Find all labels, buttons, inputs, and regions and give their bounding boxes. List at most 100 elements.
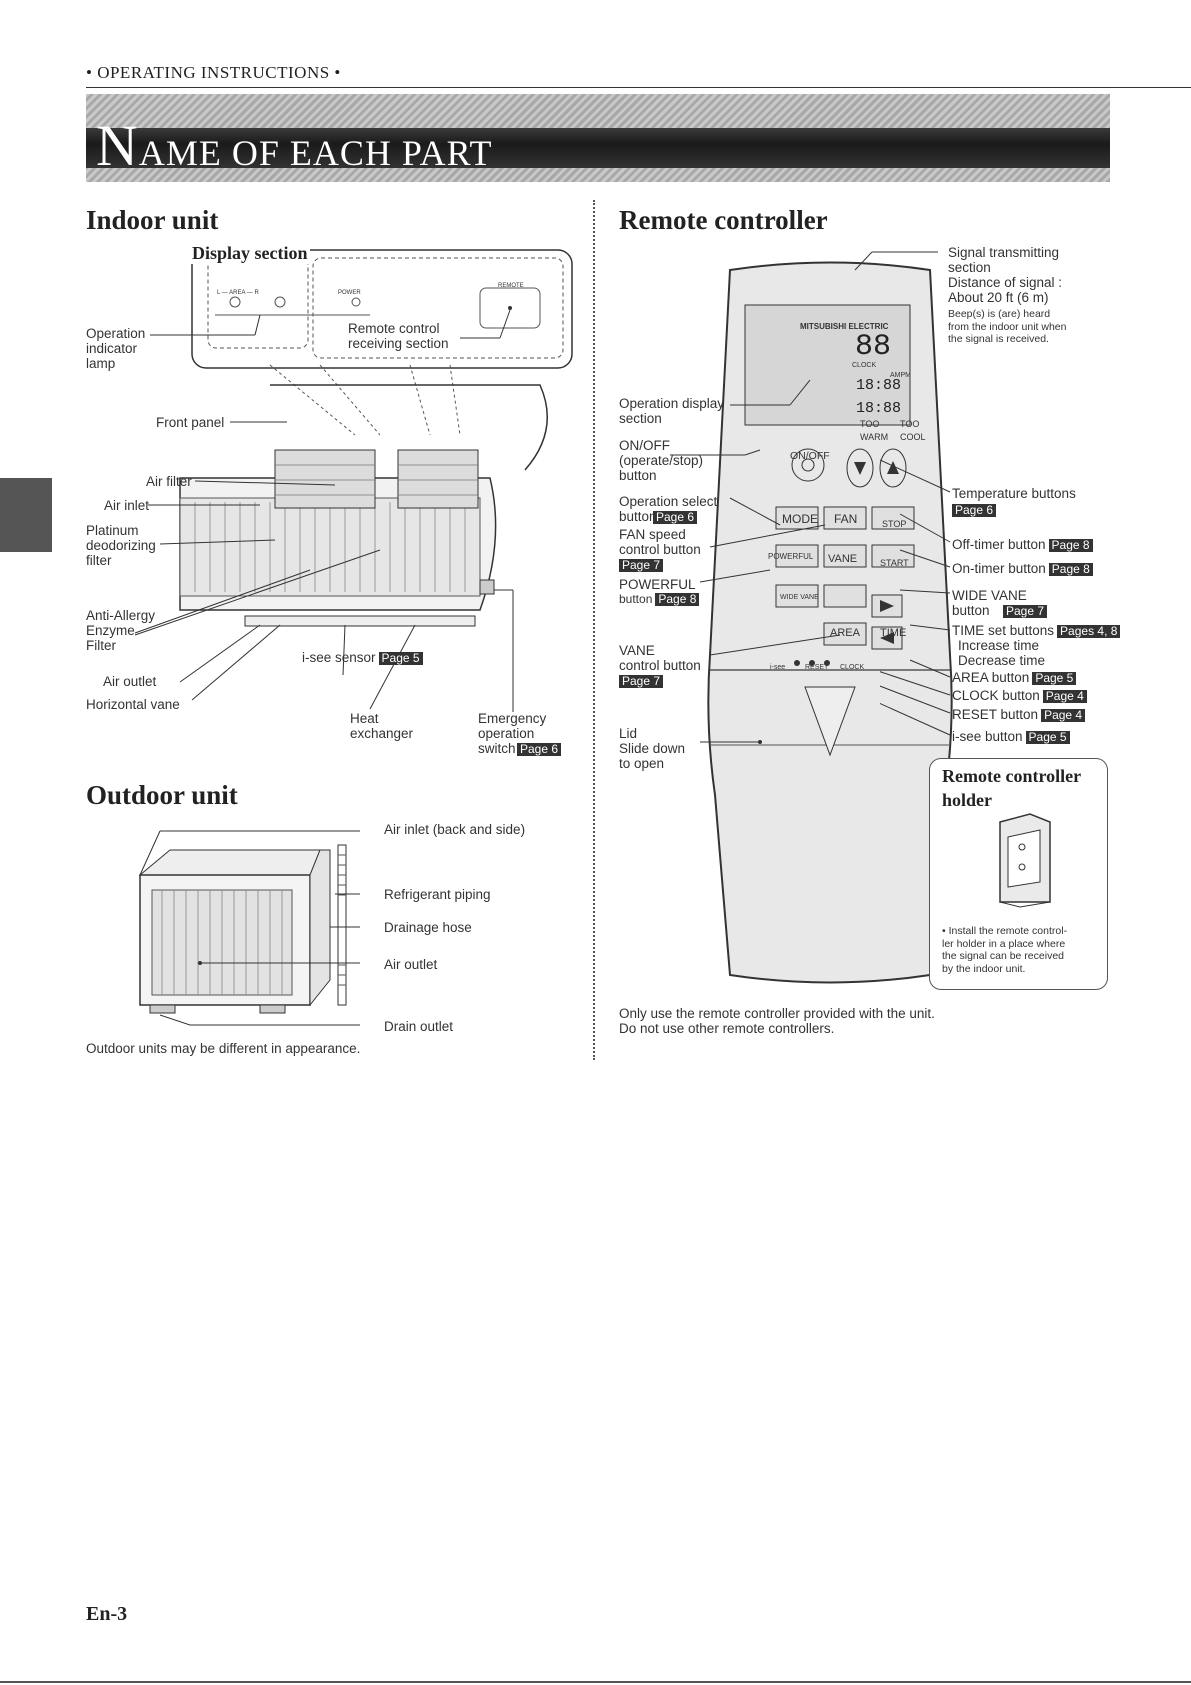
stop-timer-button[interactable]: STOP: [882, 519, 907, 529]
lcd-time-2: 18:88: [856, 400, 902, 417]
operation-indicator-label: Operation indicator lamp: [86, 326, 146, 371]
outdoor-unit-diagram: [138, 830, 360, 1026]
page-ref-badge: Page 7: [619, 675, 664, 688]
horizontal-vane-label: Horizontal vane: [86, 697, 180, 712]
drain-outlet-label: Drain outlet: [384, 1019, 454, 1034]
fan-button[interactable]: FAN: [834, 512, 858, 526]
wide-vane-label: WIDE VANE button: [952, 588, 1027, 618]
holder-note: • Install the remote control- ler holder…: [942, 925, 1068, 975]
page-ref-badge: Page 6: [517, 743, 562, 756]
page-title: NAME OF EACH PART: [96, 112, 492, 179]
temperature-page: Page 6: [949, 502, 997, 517]
too-warm-text: TOO WARM: [860, 419, 889, 442]
holder-title: Remote controller holder: [942, 766, 1082, 810]
page-ref-badge: Page 5: [1032, 672, 1077, 685]
air-outlet-label: Air outlet: [103, 674, 157, 689]
display-section-title: Display section: [190, 243, 310, 264]
time-button[interactable]: TIME: [880, 627, 907, 639]
power-lamp: [351, 297, 361, 307]
lcd-ampm-label: AMPM: [890, 372, 911, 379]
lcd-clock-label: CLOCK: [852, 362, 877, 369]
vane-button[interactable]: VANE: [828, 553, 858, 565]
air-filter-left: [274, 449, 376, 509]
remote-brand: MITSUBISHI ELECTRIC: [800, 322, 889, 331]
wide-vane-button[interactable]: WIDE VANE: [780, 594, 819, 601]
lamp-left: [229, 296, 241, 308]
onoff-button-text[interactable]: ON/OFF: [790, 450, 830, 462]
pipe-shape: [337, 844, 347, 1006]
remote-controller-diagram: [707, 261, 953, 984]
page-title-initial: N: [96, 113, 139, 178]
indoor-unit-diagram: [134, 249, 573, 712]
operation-select-page: Page 6: [650, 509, 698, 524]
fan-speed-page: Page 7: [616, 557, 664, 572]
wide-vane-page: Page 7: [1000, 603, 1048, 618]
fan-speed-label: FAN speed control button: [619, 527, 701, 557]
section-header: • OPERATING INSTRUCTIONS •: [86, 63, 341, 82]
lcd-time-1: 18:88: [856, 377, 902, 394]
page-ref-badge: Page 6: [952, 504, 997, 517]
vane-control-label: VANE control button: [619, 643, 701, 673]
indoor-unit-title: Indoor unit: [86, 205, 219, 235]
remote-controller-title: Remote controller: [619, 205, 828, 235]
emergency-switch-shape: [479, 579, 495, 595]
holder-diagram: [999, 813, 1051, 908]
signal-beep-note: Beep(s) is (are) heard from the indoor u…: [948, 308, 1067, 345]
air-filter-right: [397, 449, 479, 509]
air-filter-label: Air filter: [146, 474, 192, 489]
clock-button-text[interactable]: CLOCK: [840, 664, 865, 671]
mode-button[interactable]: MODE: [782, 512, 818, 526]
front-panel-shape: [270, 384, 548, 471]
remote-leader-lines: [670, 251, 938, 744]
operation-select-label: Operation select button: [619, 494, 718, 524]
isee-button-text[interactable]: i-see: [770, 664, 786, 671]
display-area-label: L — AREA — R: [217, 290, 259, 296]
page-ref-badge: Page 8: [655, 593, 700, 606]
page-number: En-3: [86, 1603, 128, 1625]
page-ref-badge: Page 5: [378, 652, 423, 665]
page-ref-badge: Page 8: [1048, 563, 1093, 576]
area-button[interactable]: AREA: [830, 627, 860, 639]
onoff-button-label: ON/OFF (operate/stop) button: [619, 438, 704, 483]
powerful-label: POWERFUL: [619, 577, 696, 592]
vane-control-page: Page 7: [616, 673, 664, 688]
platinum-filter-label: Platinum deodorizing filter: [86, 523, 156, 568]
powerful-button[interactable]: POWERFUL: [768, 552, 814, 561]
front-panel-label: Front panel: [156, 415, 225, 430]
bottom-rule: [0, 1681, 1191, 1683]
outdoor-note: Outdoor units may be different in appear…: [86, 1041, 361, 1056]
time-set-sub-label: Increase time Decrease time: [958, 638, 1046, 668]
remote-receiving-label: Remote control receiving section: [348, 321, 449, 351]
page-ref-badge: Page 5: [1025, 731, 1070, 744]
reset-button-text[interactable]: RESET: [805, 664, 829, 671]
page-title-rest: AME OF EACH PART: [138, 133, 493, 173]
anti-allergy-filter-label: Anti-Allergy Enzyme Filter: [86, 608, 156, 653]
title-banner-band: [86, 128, 1110, 168]
horizontal-vane-shape: [244, 615, 476, 627]
start-timer-button[interactable]: START: [880, 558, 909, 568]
header-rule: [86, 87, 1191, 88]
temperature-buttons-label: Temperature buttons: [952, 486, 1076, 501]
page-ref-badge: Page 6: [653, 511, 698, 524]
drainage-hose-label: Drainage hose: [384, 920, 472, 935]
remote-sensor-window: [479, 287, 541, 329]
heat-exchanger-label: Heat exchanger: [350, 711, 414, 741]
outdoor-air-outlet-label: Air outlet: [384, 957, 438, 972]
page-ref-badge: Pages 4, 8: [1057, 625, 1121, 638]
receiving-zone: [312, 257, 564, 359]
lcd-temperature: 88: [855, 330, 892, 364]
outdoor-air-inlet-label: Air inlet (back and side): [384, 822, 526, 837]
air-inlet-label: Air inlet: [104, 498, 150, 513]
emergency-switch-label: Emergency operation switch: [478, 711, 547, 756]
page-ref-badge: Page 7: [1003, 605, 1048, 618]
page-ref-badge: Page 7: [619, 559, 664, 572]
page-ref-badge: Page 4: [1042, 690, 1087, 703]
